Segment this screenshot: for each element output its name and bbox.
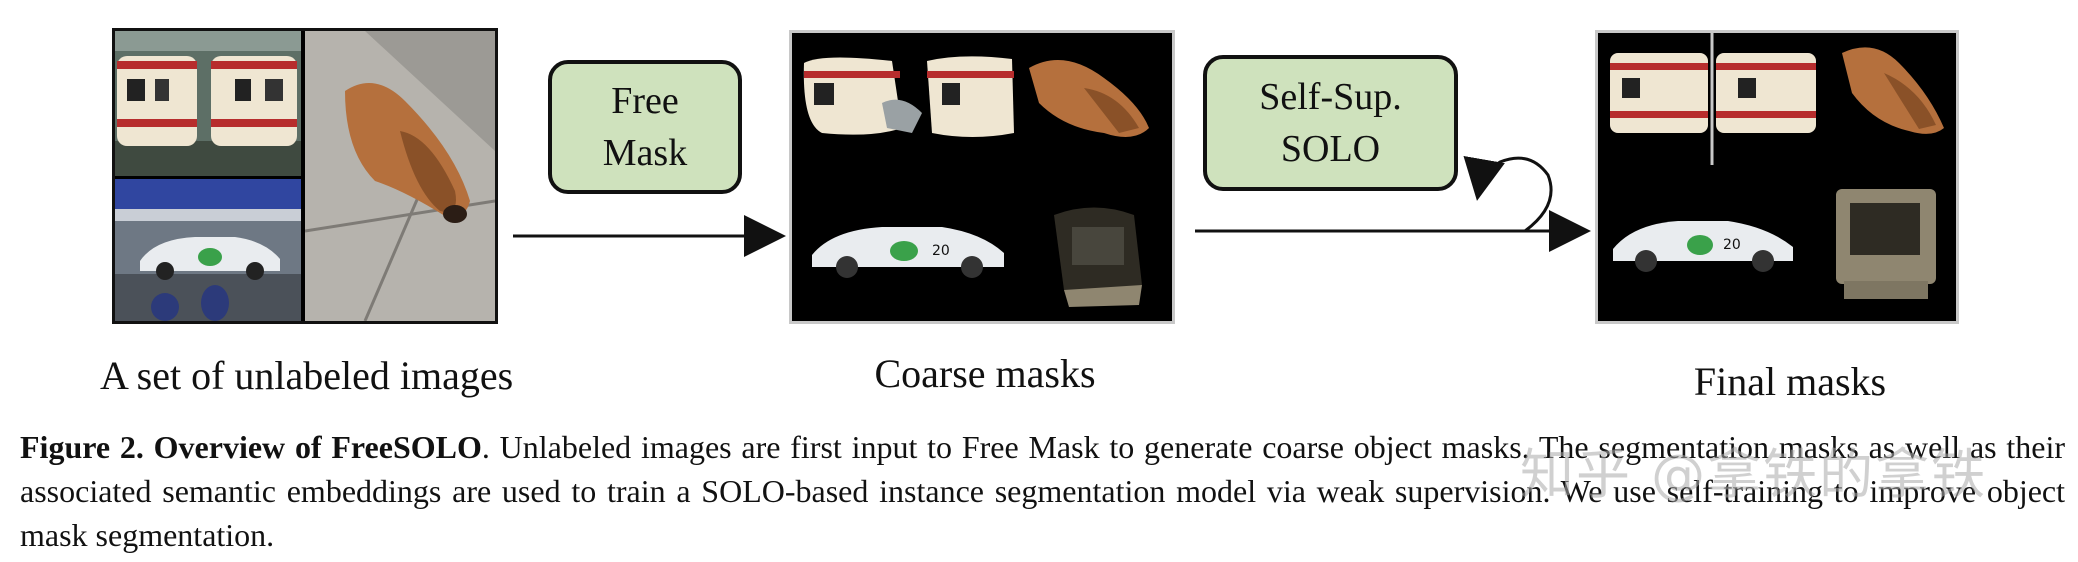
coarse-train-mask (792, 33, 1020, 171)
final-monitor-mask (1808, 169, 1956, 321)
final-car-mask: 20 (1598, 169, 1804, 321)
self-sup-line2: SOLO (1280, 128, 1381, 170)
self-training-loop-arrow (1463, 155, 1553, 233)
free-mask-line2: Mask (602, 132, 688, 174)
final-label: Final masks (1693, 359, 1887, 404)
caption-text: . Unlabeled images are first input to Fr… (20, 429, 2066, 553)
figure-caption: Figure 2. Overview of FreeSOLO. Unlabele… (20, 425, 2065, 557)
input-images-collage (112, 28, 498, 324)
train-photo (115, 31, 301, 176)
coarse-monitor-mask (1024, 175, 1172, 321)
coarse-dog-mask (1024, 33, 1172, 171)
free-mask-box: Free Mask (548, 60, 742, 194)
coarse-car-mask: 20 (792, 175, 1020, 321)
self-sup-line1: Self-Sup. (1259, 76, 1402, 118)
caption-label: Figure 2. (20, 429, 144, 465)
coarse-car-number: 20 (932, 243, 950, 259)
final-dog-mask (1834, 33, 1956, 165)
coarse-label: Coarse masks (874, 351, 1096, 396)
self-sup-solo-box: Self-Sup. SOLO (1203, 55, 1458, 191)
coarse-masks-panel: 20 (789, 30, 1175, 324)
dog-photo (305, 31, 495, 321)
final-car-number: 20 (1723, 237, 1741, 253)
caption-title: Overview of FreeSOLO (153, 429, 482, 465)
car-photo (115, 179, 301, 321)
input-label: A set of unlabeled images (100, 353, 514, 398)
final-train-mask (1598, 33, 1830, 165)
free-mask-line1: Free (611, 80, 679, 122)
final-masks-panel: 20 (1595, 30, 1959, 324)
watermark: 知乎 @拿铁的拿铁 (1520, 443, 1988, 506)
